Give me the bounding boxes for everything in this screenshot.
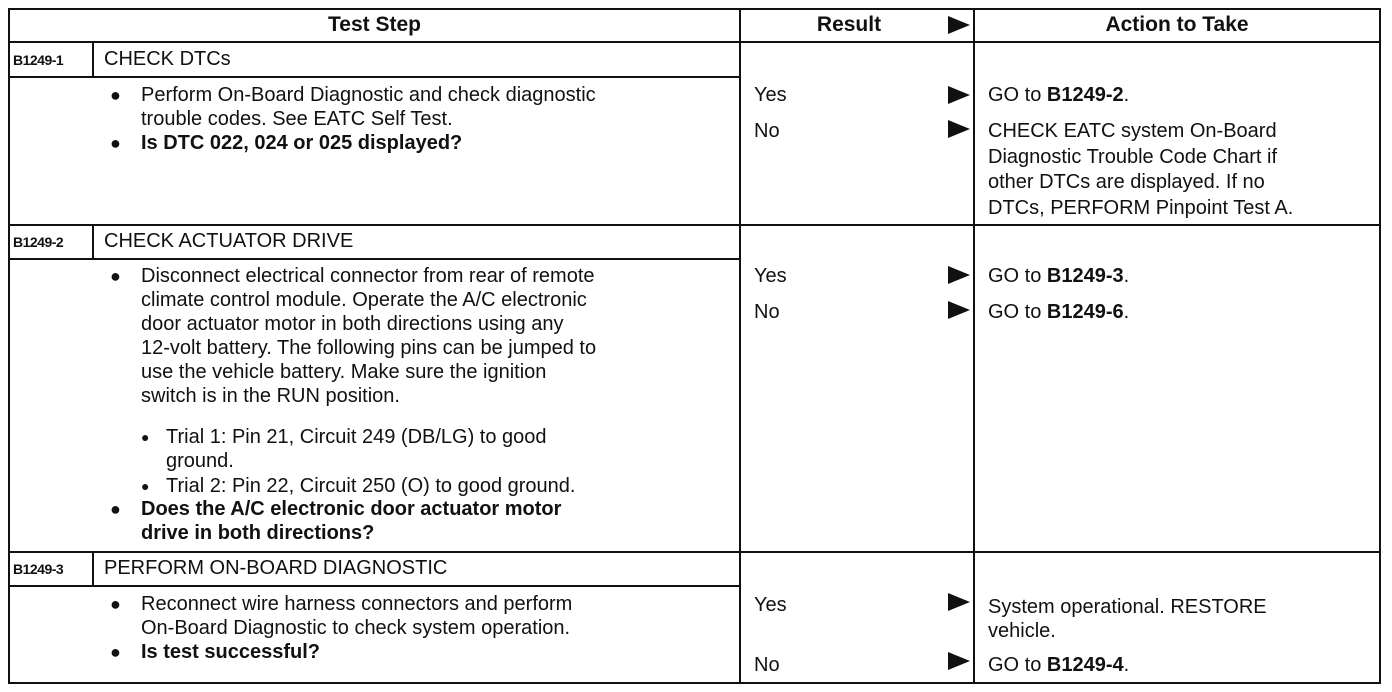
action-text: CHECK EATC system On-Board Diagnostic Tr… — [988, 120, 1294, 219]
header-test-step: Test Step — [328, 13, 421, 36]
bullet-dot-icon: ● — [110, 642, 121, 662]
bullet-dot-icon: ● — [141, 429, 150, 445]
table-border-bottom — [8, 682, 1381, 684]
step-title: PERFORM ON-BOARD DIAGNOSTIC — [104, 557, 448, 579]
sub-instruction: Trial 1: Pin 21, Circuit 249 (DB/LG) to … — [166, 426, 547, 472]
step-question: Is test successful? — [141, 641, 320, 663]
action-text: GO to B1249-2. — [988, 84, 1130, 106]
action-text: GO to B1249-4. — [988, 654, 1130, 676]
result-no: No — [754, 120, 780, 142]
result-yes: Yes — [754, 84, 787, 106]
result-yes: Yes — [754, 594, 787, 616]
action-text: GO to B1249-3. — [988, 265, 1130, 287]
right-triangle-arrow-icon — [948, 301, 970, 319]
step-instruction: Reconnect wire harness connectors and pe… — [141, 593, 573, 639]
header-divider — [8, 41, 1381, 43]
bullet-dot-icon: ● — [141, 478, 150, 494]
bullet-dot-icon: ● — [110, 499, 121, 519]
result-no: No — [754, 654, 780, 676]
step-code: B1249-1 — [13, 52, 64, 68]
col-divider-result-action — [973, 8, 975, 684]
table-border-top — [8, 8, 1381, 10]
right-triangle-arrow-icon — [948, 266, 970, 284]
right-triangle-arrow-icon — [948, 652, 970, 670]
title-divider-step-2 — [8, 258, 741, 260]
result-yes: Yes — [754, 265, 787, 287]
bullet-dot-icon: ● — [110, 266, 121, 286]
bullet-dot-icon: ● — [110, 85, 121, 105]
right-triangle-arrow-icon — [948, 120, 970, 138]
result-no: No — [754, 301, 780, 323]
right-triangle-arrow-icon — [948, 593, 970, 611]
sub-instruction: Trial 2: Pin 22, Circuit 250 (O) to good… — [166, 475, 576, 497]
header-result: Result — [816, 13, 882, 36]
code-divider-step-1 — [92, 41, 94, 78]
bullet-dot-icon: ● — [110, 133, 121, 153]
action-text: GO to B1249-6. — [988, 301, 1130, 323]
step-title: CHECK ACTUATOR DRIVE — [104, 230, 354, 252]
right-triangle-arrow-icon — [948, 16, 970, 34]
step-title: CHECK DTCs — [104, 48, 231, 70]
table-border-left — [8, 8, 10, 684]
title-divider-step-3 — [8, 585, 741, 587]
row-divider-step-2 — [8, 224, 1381, 226]
step-instruction: Disconnect electrical connector from rea… — [141, 265, 597, 407]
step-code: B1249-2 — [13, 234, 64, 250]
step-question: Is DTC 022, 024 or 025 displayed? — [141, 132, 463, 154]
bullet-dot-icon: ● — [110, 594, 121, 614]
header-action: Action to Take — [1105, 13, 1249, 36]
title-divider-step-1 — [8, 76, 741, 78]
step-code: B1249-3 — [13, 561, 64, 577]
table-border-right — [1379, 8, 1381, 684]
step-instruction: Perform On-Board Diagnostic and check di… — [141, 84, 596, 130]
step-question: Does the A/C electronic door actuator mo… — [141, 498, 562, 544]
col-divider-step-result — [739, 8, 741, 684]
row-divider-step-3 — [8, 551, 1381, 553]
right-triangle-arrow-icon — [948, 86, 970, 104]
action-text: System operational. RESTORE vehicle. — [988, 596, 1267, 642]
code-divider-step-3 — [92, 551, 94, 587]
code-divider-step-2 — [92, 224, 94, 260]
